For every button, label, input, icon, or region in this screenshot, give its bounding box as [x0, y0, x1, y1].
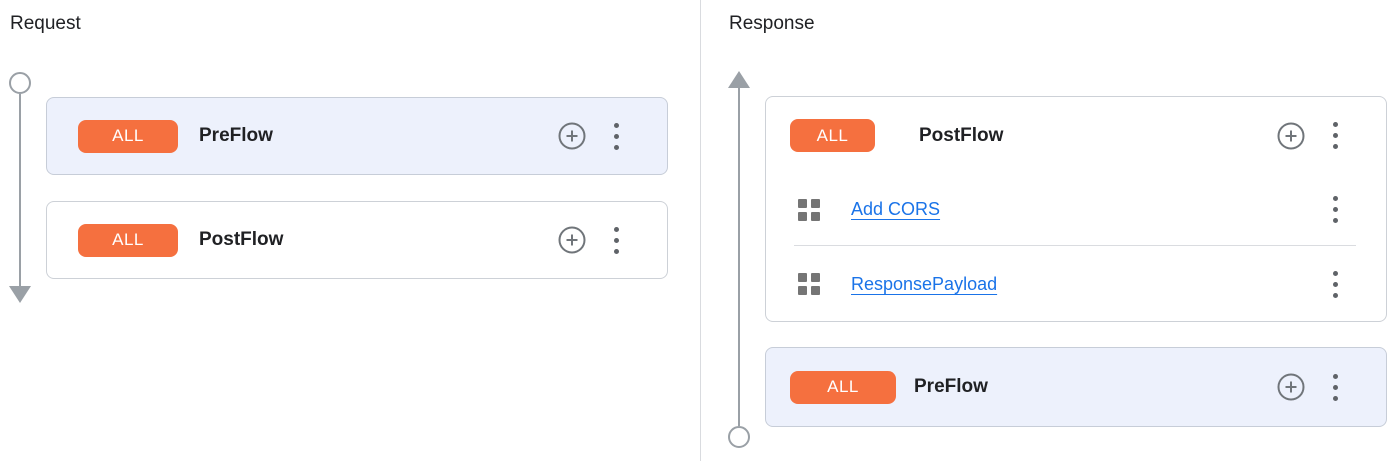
flow-actions: [1277, 122, 1338, 150]
flow-actions: [558, 226, 619, 254]
timeline-line: [19, 94, 21, 286]
more-vert-icon: [1332, 122, 1338, 127]
add-policy-button[interactable]: [558, 226, 586, 254]
card-postflow-response[interactable]: ALL PostFlow Add CORS: [765, 96, 1387, 322]
policy-grid-icon: [798, 273, 820, 295]
policy-link[interactable]: ResponsePayload: [851, 273, 998, 294]
add-circle-icon: [1277, 122, 1305, 149]
flow-header-row: ALL PreFlow: [766, 348, 1386, 426]
policy-menu-button[interactable]: [1332, 196, 1338, 223]
flow-title: PreFlow: [914, 376, 988, 397]
add-circle-icon: [558, 226, 586, 254]
policy-row: ResponsePayload: [766, 246, 1386, 322]
condition-badge: ALL: [790, 370, 896, 404]
policy-row: Add CORS: [766, 174, 1386, 245]
flow-title: PostFlow: [199, 229, 284, 250]
add-policy-button[interactable]: [1277, 122, 1305, 150]
request-panel-title: Request: [10, 13, 81, 34]
flow-header-row: ALL PreFlow: [47, 98, 667, 174]
flow-menu-button[interactable]: [1332, 373, 1338, 401]
panel-divider: [700, 0, 701, 461]
more-vert-icon: [1332, 196, 1338, 201]
add-policy-button[interactable]: [558, 122, 586, 150]
condition-badge: ALL: [78, 223, 178, 257]
flow-title: PostFlow: [919, 124, 1004, 146]
response-panel-title: Response: [729, 13, 815, 34]
card-postflow-request[interactable]: ALL PostFlow: [46, 201, 668, 279]
timeline-line: [738, 87, 740, 426]
timeline-arrow-up-icon: [728, 71, 750, 88]
timeline-end-circle: [728, 426, 750, 448]
policy-actions: [1332, 196, 1338, 223]
flow-actions: [558, 122, 619, 150]
flow-header-row: ALL PostFlow: [766, 97, 1386, 174]
more-vert-icon: [613, 122, 619, 128]
timeline-start-circle: [9, 72, 31, 94]
more-vert-icon: [1332, 270, 1338, 276]
card-preflow-response[interactable]: ALL PreFlow: [765, 347, 1387, 427]
more-vert-icon: [1332, 373, 1338, 379]
flow-title: PreFlow: [199, 125, 273, 146]
policy-link[interactable]: Add CORS: [851, 199, 941, 219]
more-vert-icon: [613, 226, 619, 232]
policy-grid-icon: [798, 198, 820, 221]
add-policy-button[interactable]: [1277, 373, 1305, 401]
condition-badge: ALL: [78, 119, 178, 153]
flow-menu-button[interactable]: [1332, 122, 1338, 149]
policy-menu-button[interactable]: [1332, 270, 1338, 298]
policy-actions: [1332, 270, 1338, 298]
flow-menu-button[interactable]: [613, 122, 619, 150]
flow-header-row: ALL PostFlow: [47, 202, 667, 278]
add-circle-icon: [1277, 373, 1305, 401]
flow-actions: [1277, 373, 1338, 401]
condition-badge: ALL: [790, 119, 875, 152]
timeline-arrow-down-icon: [9, 286, 31, 303]
flow-menu-button[interactable]: [613, 226, 619, 254]
add-circle-icon: [558, 122, 586, 150]
policy-row-divider: [794, 245, 1356, 246]
card-preflow-request[interactable]: ALL PreFlow: [46, 97, 668, 175]
